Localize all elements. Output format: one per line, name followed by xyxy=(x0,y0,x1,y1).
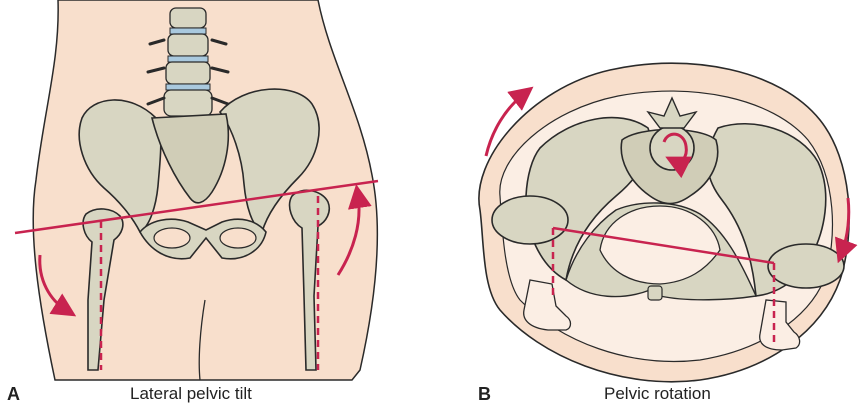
left-femoral-head xyxy=(492,196,568,244)
panel-b-letter: B xyxy=(478,384,491,405)
panel-a-lateral-pelvic-tilt xyxy=(15,0,378,380)
panel-b-caption: Pelvic rotation xyxy=(604,384,711,404)
right-femoral-head xyxy=(768,244,844,288)
panel-a-letter: A xyxy=(7,384,20,405)
panel-a-caption: Lateral pelvic tilt xyxy=(130,384,252,404)
pubic-symphysis xyxy=(648,286,662,300)
panel-b-pelvic-rotation xyxy=(479,63,849,382)
